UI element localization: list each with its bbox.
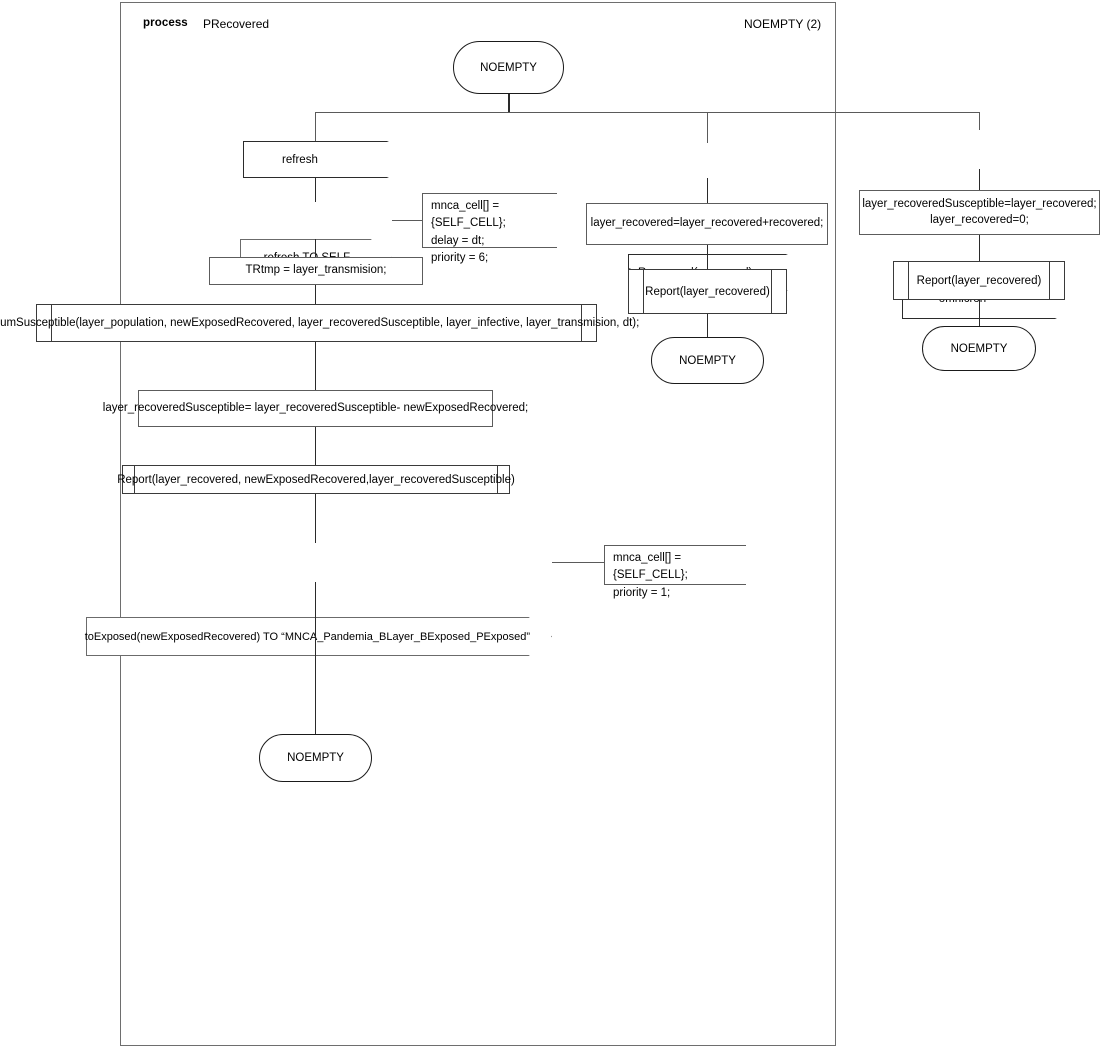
connector-refresh-7 xyxy=(315,582,317,734)
comment-leader-refresh xyxy=(392,220,423,222)
proc-left-bar xyxy=(134,466,136,493)
process-frame xyxy=(120,2,836,1046)
input-signal-refresh[interactable]: refresh xyxy=(243,141,389,178)
connector-refresh-6 xyxy=(315,494,317,543)
frame-right-label: NOEMPTY (2) xyxy=(744,17,822,31)
task-label: layer_recovered=layer_recovered+recovere… xyxy=(590,217,824,230)
task-trtmp[interactable]: TRtmp = layer_transmision; xyxy=(209,257,423,285)
connector-drop-torecovered xyxy=(707,112,709,143)
task-omnicron[interactable]: layer_recoveredSusceptible=layer_recover… xyxy=(859,190,1100,235)
connector-omnicron-3 xyxy=(979,300,981,326)
connector-branch-bar xyxy=(315,112,980,114)
proc-right-bar xyxy=(770,270,772,313)
connector-drop-refresh xyxy=(315,112,317,143)
connector-omnicron-2 xyxy=(979,235,981,261)
proc-right-bar xyxy=(580,305,582,341)
proc-right-bar xyxy=(496,466,498,493)
state-noempty-start[interactable]: NOEMPTY xyxy=(453,41,564,94)
proc-left-bar xyxy=(643,270,645,313)
comment-leader-toexposed xyxy=(552,562,605,564)
connector-start-stem xyxy=(508,94,510,113)
task-label: TRtmp = layer_transmision; xyxy=(245,264,387,277)
procedure-call-report-mid[interactable]: Report(layer_recovered) xyxy=(628,269,787,314)
connector-refresh-4 xyxy=(315,342,317,390)
procedure-call-label: Report(layer_recovered) xyxy=(916,274,1042,287)
state-noempty-omnicron-end[interactable]: NOEMPTY xyxy=(922,326,1036,371)
state-label: NOEMPTY xyxy=(679,354,736,367)
output-signal-label: toExposed(newExposedRecovered) TO “MNCA_… xyxy=(84,630,531,643)
procedure-call-report-long[interactable]: Report(layer_recovered, newExposedRecove… xyxy=(117,465,515,494)
procedure-call-numsusceptible[interactable]: numSusceptible(layer_population, newExpo… xyxy=(0,304,639,342)
comment-refresh: mnca_cell[] = {SELF_CELL}; delay = dt; p… xyxy=(422,193,557,264)
connector-refresh-2 xyxy=(315,239,317,257)
task-label: layer_recoveredSusceptible= layer_recove… xyxy=(102,401,529,414)
connector-torecovered-2 xyxy=(707,245,709,269)
task-layer-recovered[interactable]: layer_recovered=layer_recovered+recovere… xyxy=(586,203,828,245)
connector-refresh-5 xyxy=(315,427,317,465)
connector-drop-omnicron xyxy=(979,112,981,130)
procedure-call-report-right[interactable]: Report(layer_recovered) xyxy=(893,261,1065,300)
state-noempty-refresh-end[interactable]: NOEMPTY xyxy=(259,734,372,782)
input-signal-label: refresh xyxy=(282,153,318,166)
state-noempty-torecovered-end[interactable]: NOEMPTY xyxy=(651,337,764,384)
task-layer-recovered-susceptible[interactable]: layer_recoveredSusceptible= layer_recove… xyxy=(103,390,528,427)
procedure-call-label: Report(layer_recovered, newExposedRecove… xyxy=(117,473,515,486)
task-label: layer_recoveredSusceptible=layer_recover… xyxy=(862,197,1097,226)
comment-toexposed: mnca_cell[] = {SELF_CELL}; priority = 1; xyxy=(604,545,746,599)
state-label: NOEMPTY xyxy=(480,61,537,74)
frame-keyword: process xyxy=(143,17,188,29)
procedure-call-label: Report(layer_recovered) xyxy=(645,285,770,298)
state-label: NOEMPTY xyxy=(287,752,344,764)
proc-left-bar xyxy=(51,305,53,341)
proc-left-bar xyxy=(908,262,910,299)
state-label: NOEMPTY xyxy=(950,342,1008,355)
connector-omnicron-1 xyxy=(979,169,981,190)
frame-process-name: PRecovered xyxy=(203,17,270,31)
connector-torecovered-1 xyxy=(707,178,709,203)
output-signal-shape xyxy=(86,617,552,656)
procedure-call-label: numSusceptible(layer_population, newExpo… xyxy=(0,317,640,329)
connector-torecovered-3 xyxy=(707,314,709,337)
output-signal-toexposed[interactable]: toExposed(newExposedRecovered) TO “MNCA_… xyxy=(84,617,552,656)
proc-right-bar xyxy=(1048,262,1050,299)
connector-refresh-1 xyxy=(315,178,317,202)
connector-refresh-3 xyxy=(315,285,317,304)
